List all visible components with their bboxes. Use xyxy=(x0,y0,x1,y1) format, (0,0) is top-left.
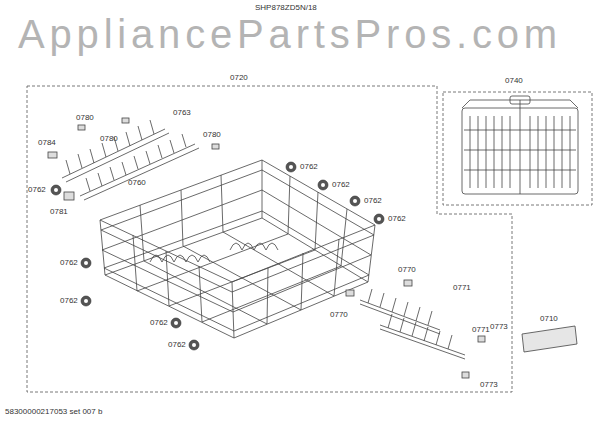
callout-number: 0762 xyxy=(364,196,382,206)
callout-number: 0762 xyxy=(388,214,406,224)
dashed-outline xyxy=(440,74,595,208)
callout-number: 0784 xyxy=(38,138,56,148)
callout-number: 0740 xyxy=(505,76,523,86)
callout-number: 0773 xyxy=(480,380,498,390)
callout-number: 0781 xyxy=(50,207,68,217)
callout-number: 0720 xyxy=(230,73,248,83)
callout-number: 0780 xyxy=(100,134,118,144)
callout-number: 0762 xyxy=(28,185,46,195)
callout-number: 0770 xyxy=(330,310,348,320)
callout-number: 0780 xyxy=(203,130,221,140)
assembly-region: 0720 xyxy=(20,70,515,400)
callout-number: 0770 xyxy=(398,265,416,275)
callout-number: 0762 xyxy=(60,296,78,306)
callout-number: 0762 xyxy=(332,180,350,190)
callout-number: 0763 xyxy=(173,108,191,118)
callout-number: 0762 xyxy=(300,162,318,172)
assembly-region: 0740 xyxy=(440,74,595,208)
callout-number: 0710 xyxy=(540,314,558,324)
callout-number: 0762 xyxy=(168,340,186,350)
callout-number: 0773 xyxy=(490,322,508,332)
model-number: SHP878ZD5N/18 xyxy=(255,3,317,13)
callout-number: 0771 xyxy=(453,283,471,293)
callout-number: 0762 xyxy=(150,318,168,328)
watermark: AppliancePartsPros.com xyxy=(18,14,562,54)
callout-number: 0780 xyxy=(76,113,94,123)
dashed-outline xyxy=(20,70,515,400)
callout-number: 0760 xyxy=(128,178,146,188)
callout-number: 0771 xyxy=(472,325,490,335)
callout-number: 0762 xyxy=(60,258,78,268)
callout-number: 58300000217053 set 007 b xyxy=(5,407,102,417)
